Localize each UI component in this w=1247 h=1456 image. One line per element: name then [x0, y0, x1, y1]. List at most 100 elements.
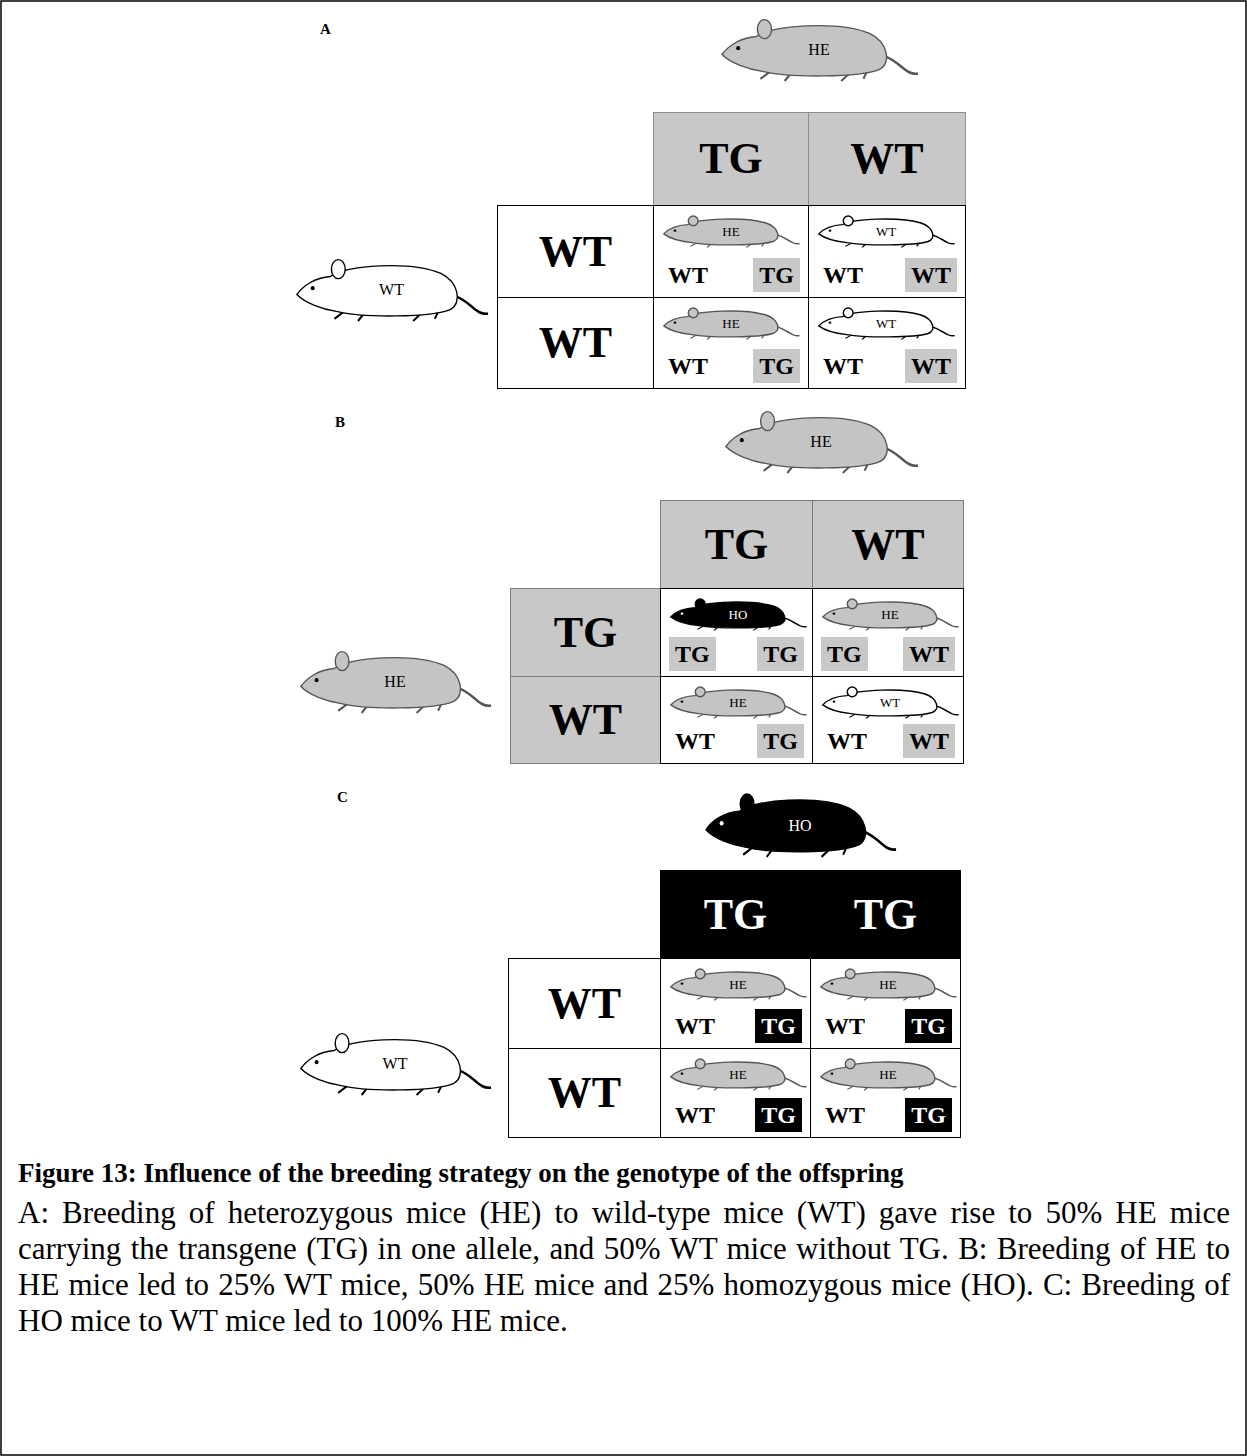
mouse-eye: [831, 1073, 834, 1075]
mouse-ear: [847, 687, 857, 697]
row-header-cell: WT: [497, 297, 654, 389]
allele-label: TG: [755, 1098, 802, 1132]
allele-header: WT: [539, 230, 612, 274]
mouse-tail: [865, 832, 896, 850]
allele-header: TG: [705, 523, 769, 567]
mouse-icon: HE: [818, 1053, 958, 1091]
mouse-icon: HE: [718, 8, 920, 82]
allele-header: WT: [548, 1071, 621, 1115]
allele-label: TG: [755, 1009, 802, 1043]
mouse-tail: [934, 988, 956, 997]
allele-label: TG: [821, 637, 868, 671]
allele-label: WT: [662, 349, 714, 383]
allele-header: TG: [699, 137, 763, 181]
mouse-ear: [331, 260, 345, 279]
mouse-icon: HE: [668, 963, 808, 1001]
mouse-eye: [829, 230, 832, 232]
mouse-icon: WT: [816, 210, 956, 248]
mouse-ear: [845, 1059, 855, 1069]
genotype-label: HE: [722, 317, 739, 330]
allele-label: WT: [817, 258, 869, 292]
genotype-label: HE: [729, 1068, 746, 1081]
genotype-label: HE: [808, 42, 829, 58]
mouse-ear: [695, 687, 705, 697]
allele-label: TG: [757, 637, 804, 671]
mouse-ear: [335, 652, 349, 671]
punnett-cell: WTTGHE: [653, 205, 809, 298]
header-cell: WT: [808, 112, 966, 206]
allele-label: WT: [821, 724, 873, 758]
mouse-icon: WT: [293, 248, 490, 322]
punnett-cell: WTTGHE: [660, 676, 813, 764]
mouse-body: [664, 219, 778, 245]
mouse-body: [823, 690, 937, 716]
mouse-ear: [688, 308, 698, 318]
mouse-icon: WT: [816, 302, 956, 340]
mouse-body: [671, 1062, 785, 1088]
mouse-body: [297, 266, 457, 316]
allele-label: WT: [905, 349, 957, 383]
mouse-eye: [681, 613, 684, 615]
genotype-label: HE: [384, 674, 405, 690]
row-header-cell: WT: [497, 205, 654, 298]
punnett-cell: WT WT WT: [812, 676, 964, 764]
allele-label: WT: [819, 1009, 871, 1043]
mouse-ear: [761, 412, 775, 431]
genotype-label: WT: [383, 1056, 408, 1072]
punnett-cell: WTTGHE: [653, 297, 809, 389]
allele-label: WT: [817, 349, 869, 383]
mouse-ear: [335, 1034, 349, 1053]
punnett-cell: WT WT WT: [808, 297, 966, 389]
mouse-tail: [886, 449, 918, 466]
header-cell: TG: [660, 870, 811, 959]
mouse-body: [301, 1040, 461, 1090]
genotype-label: HO: [729, 608, 748, 621]
mouse-body: [819, 219, 933, 245]
allele-header: WT: [539, 321, 612, 365]
allele-header: WT: [549, 698, 622, 742]
allele-header: WT: [850, 137, 923, 181]
allele-label: WT: [669, 724, 721, 758]
mouse-ear: [740, 794, 754, 814]
mouse-eye: [829, 322, 832, 324]
punnett-cell: TGTGHO: [660, 588, 813, 677]
mouse-body: [301, 658, 461, 708]
mouse-tail: [784, 1078, 806, 1087]
row-header-cell: WT: [508, 958, 661, 1049]
mouse-tail: [934, 1078, 956, 1087]
figure-title: Figure 13: Influence of the breeding str…: [18, 1155, 1230, 1191]
mouse-body: [726, 418, 887, 468]
mouse-eye: [681, 1073, 684, 1075]
punnett-cell: WTTGHE: [660, 1048, 811, 1138]
allele-label: WT: [903, 724, 955, 758]
mouse-ear: [847, 599, 857, 609]
mouse-ear: [843, 308, 853, 318]
mouse-body: [664, 311, 778, 337]
allele-header: TG: [704, 893, 768, 937]
allele-label: WT: [903, 637, 955, 671]
mouse-eye: [720, 821, 724, 825]
figure-caption: A: Breeding of heterozygous mice (HE) to…: [18, 1195, 1230, 1339]
mouse-eye: [674, 322, 677, 324]
mouse-icon: HE: [818, 963, 958, 1001]
mouse-eye: [315, 1060, 319, 1064]
allele-label: TG: [905, 1098, 952, 1132]
header-cell: TG: [660, 500, 813, 589]
mouse-icon: HE: [820, 593, 960, 631]
mouse-icon: WT: [820, 681, 960, 719]
mouse-ear: [695, 1059, 705, 1069]
mouse-body: [671, 602, 785, 628]
genotype-label: HE: [729, 978, 746, 991]
mouse-body: [821, 972, 935, 998]
row-header-cell: WT: [510, 676, 661, 764]
allele-label: WT: [669, 1009, 721, 1043]
genotype-label: HE: [879, 1068, 896, 1081]
mouse-ear: [845, 969, 855, 979]
genotype-label: HE: [722, 225, 739, 238]
header-cell: WT: [812, 500, 964, 589]
header-cell: TG: [653, 112, 809, 206]
mouse-eye: [831, 983, 834, 985]
mouse-tail: [936, 618, 958, 627]
mouse-tail: [886, 57, 918, 74]
